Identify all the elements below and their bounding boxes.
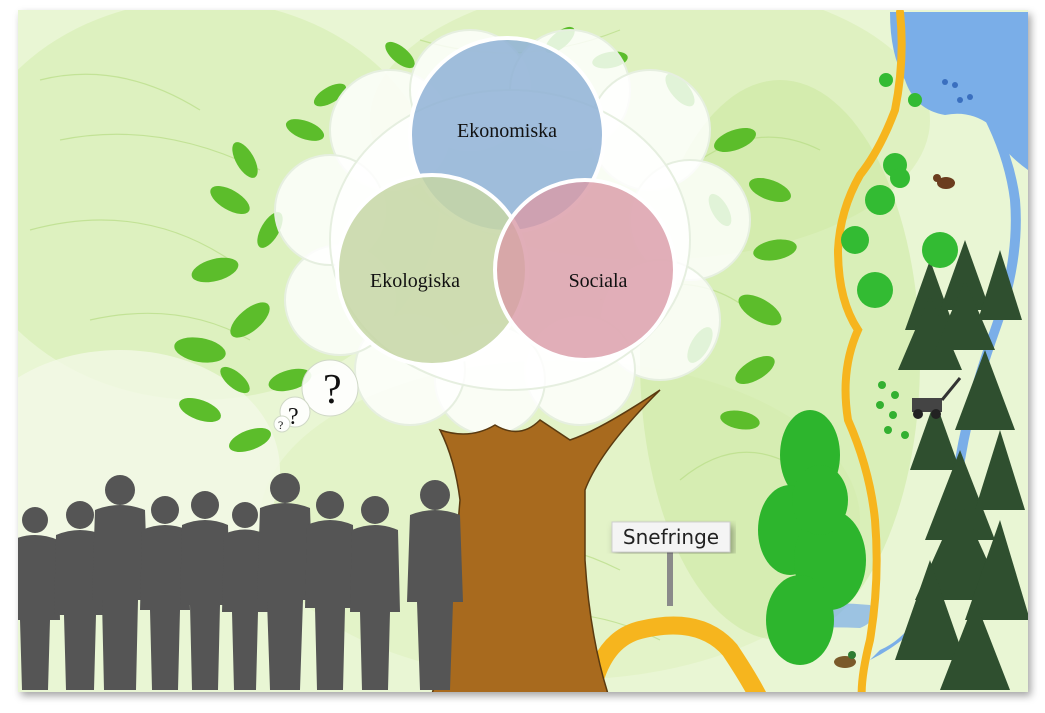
venn-diagram: Ekonomiska Ekologiska Sociala bbox=[335, 36, 677, 367]
question-mark-small: ? bbox=[278, 418, 283, 432]
circle-sociala bbox=[493, 178, 677, 362]
forest bbox=[841, 73, 1028, 690]
sign-label: Snefringe bbox=[623, 525, 719, 549]
question-mark-large: ? bbox=[323, 367, 342, 413]
label-ekonomiska: Ekonomiska bbox=[457, 120, 557, 142]
forest-machine-icon bbox=[912, 377, 962, 419]
green-trees bbox=[758, 410, 866, 665]
question-mark-medium: ? bbox=[288, 404, 299, 430]
label-sociala: Sociala bbox=[569, 270, 628, 292]
place-sign: Snefringe bbox=[611, 521, 731, 606]
thought-bubble: ? ? ? bbox=[273, 359, 359, 433]
animal-icons bbox=[834, 174, 955, 668]
road bbox=[582, 10, 906, 692]
people-silhouettes bbox=[18, 473, 463, 690]
label-ekologiska: Ekologiska bbox=[370, 270, 460, 292]
